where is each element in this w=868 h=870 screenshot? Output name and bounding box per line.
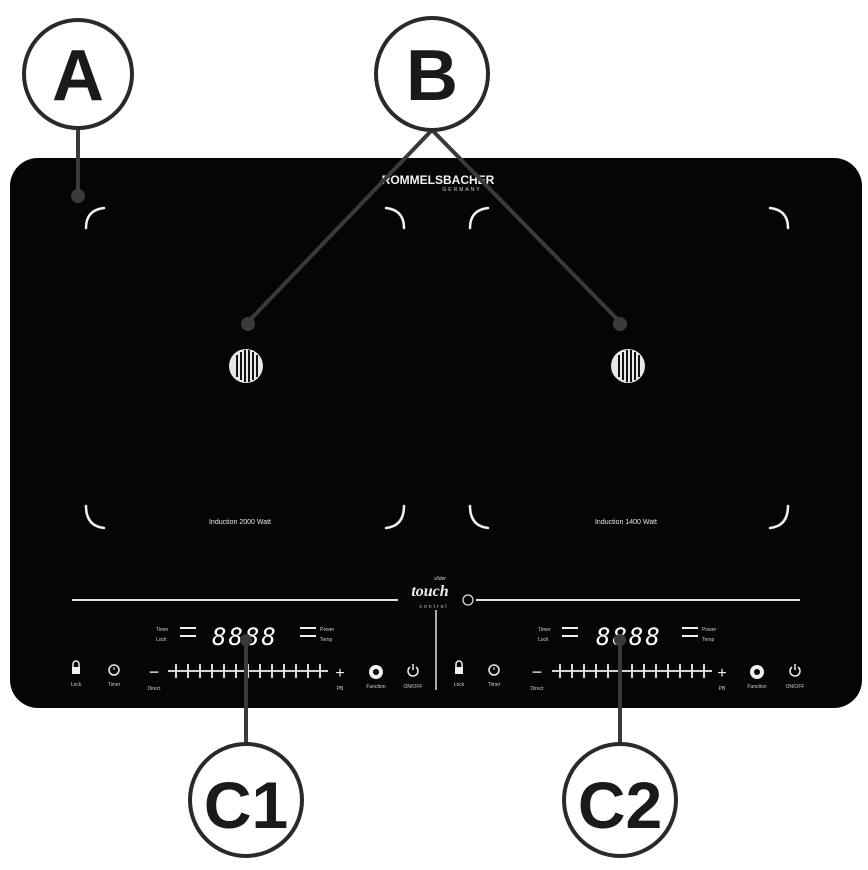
- logo-hand-icon: [462, 594, 474, 606]
- onoff-button-left[interactable]: ON/OFF: [404, 664, 423, 690]
- timer-button-right[interactable]: Timer: [488, 664, 501, 688]
- cooking-zone-left: [84, 206, 406, 530]
- cooking-zone-right: [468, 206, 790, 530]
- svg-text:Timer: Timer: [108, 682, 121, 688]
- control-panel-right: Timer Lock Power Temp 8888 Lock Timer − …: [454, 623, 805, 692]
- leader-dot-b-left: [241, 317, 255, 331]
- leader-dot-b-right: [613, 317, 627, 331]
- function-button-left[interactable]: Function: [366, 665, 386, 690]
- minus-button-left[interactable]: −: [149, 662, 160, 682]
- brand-logo: ROMMELSBACHER: [382, 173, 495, 187]
- leader-lines: [76, 126, 622, 744]
- svg-text:Direct: Direct: [530, 686, 544, 692]
- svg-text:Power: Power: [320, 627, 335, 633]
- power-icon-left: [407, 666, 419, 677]
- svg-text:Power: Power: [702, 627, 717, 633]
- callout-a: A: [22, 18, 134, 130]
- timer-button-left[interactable]: Timer: [108, 664, 121, 688]
- svg-text:ON/OFF: ON/OFF: [786, 684, 805, 690]
- zone-sensor-right: [611, 349, 645, 383]
- svg-text:C1: C1: [204, 768, 288, 842]
- svg-text:Function: Function: [747, 684, 766, 690]
- svg-text:Timer: Timer: [156, 627, 169, 633]
- svg-text:Function: Function: [366, 684, 385, 690]
- svg-text:PB: PB: [337, 686, 344, 692]
- svg-text:Direct: Direct: [147, 686, 161, 692]
- svg-text:Lock: Lock: [156, 637, 167, 643]
- callout-c1: C1: [188, 742, 304, 858]
- lock-icon-left: Lock: [71, 682, 82, 688]
- svg-text:Temp: Temp: [320, 637, 332, 643]
- leader-dot-c2: [614, 634, 626, 646]
- lock-button-right[interactable]: Lock: [454, 660, 465, 688]
- svg-text:Timer: Timer: [538, 627, 551, 633]
- power-slider-right[interactable]: [552, 664, 712, 678]
- leader-dot-c1: [240, 634, 252, 646]
- lock-button-left[interactable]: Lock: [71, 660, 82, 688]
- zone-sensor-left: [229, 349, 263, 383]
- callout-b: B: [374, 16, 490, 132]
- zone-left-label: Induction 2000 Watt: [209, 519, 271, 526]
- brand-sub: GERMANY: [442, 187, 481, 193]
- plus-button-left[interactable]: +: [335, 665, 344, 682]
- zone-right-label: Induction 1400 Watt: [595, 519, 657, 526]
- cooktop-surface: [10, 158, 862, 708]
- svg-text:PB: PB: [719, 686, 726, 692]
- power-icon-right: [789, 666, 801, 677]
- svg-text:B: B: [406, 36, 458, 116]
- leader-dot-a: [71, 189, 85, 203]
- logo-touch: touch: [411, 583, 448, 600]
- function-button-right[interactable]: Function: [747, 665, 767, 690]
- display-right: 8888: [596, 623, 662, 651]
- minus-button-right[interactable]: −: [532, 662, 543, 682]
- logo-control: control: [419, 604, 448, 610]
- plus-button-right[interactable]: +: [717, 665, 726, 682]
- callout-c2: C2: [562, 742, 678, 858]
- svg-text:A: A: [52, 36, 104, 116]
- onoff-button-right[interactable]: ON/OFF: [786, 664, 805, 690]
- svg-text:Timer: Timer: [488, 682, 501, 688]
- logo-slider: slider: [434, 576, 446, 582]
- svg-text:Temp: Temp: [702, 637, 714, 643]
- svg-text:C2: C2: [578, 768, 662, 842]
- svg-text:Lock: Lock: [454, 682, 465, 688]
- svg-text:Lock: Lock: [538, 637, 549, 643]
- svg-text:ON/OFF: ON/OFF: [404, 684, 423, 690]
